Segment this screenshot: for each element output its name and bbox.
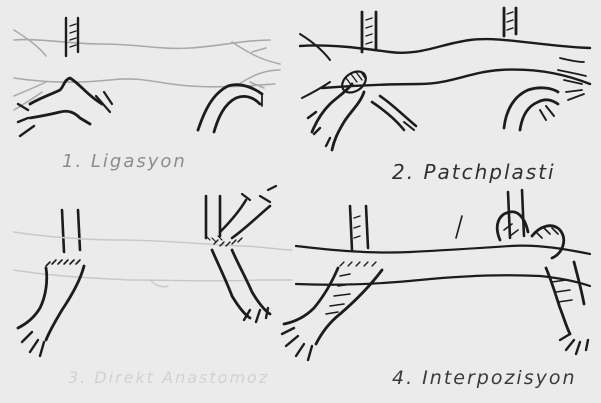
panel-4-drawing bbox=[282, 190, 590, 360]
panel-3-caption: 3. Direkt Anastomoz bbox=[68, 370, 269, 386]
panel-2-caption: 2. Patchplasti bbox=[392, 162, 556, 182]
panel-2-drawing bbox=[300, 8, 590, 150]
panel-1-drawing bbox=[14, 18, 280, 136]
panel-3-drawing bbox=[14, 186, 292, 356]
panel-1-caption: 1. Ligasyon bbox=[62, 153, 187, 171]
panel-4-caption: 4. Interpozisyon bbox=[392, 369, 577, 388]
